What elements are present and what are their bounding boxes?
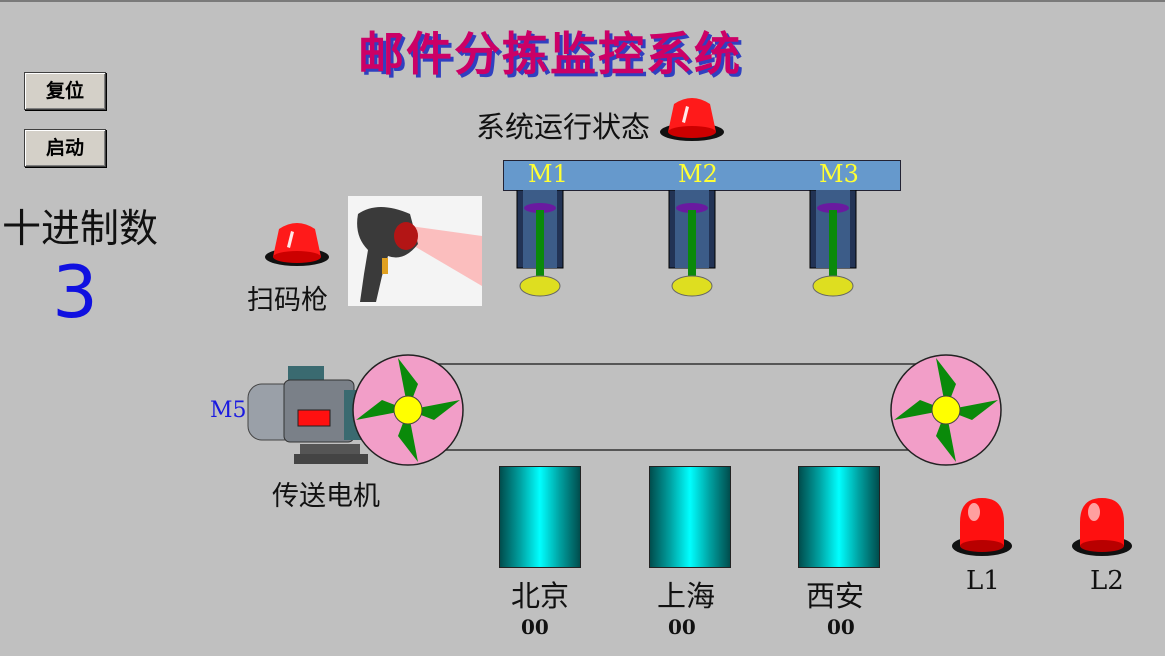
conveyor-right-wheel-icon	[890, 354, 1002, 466]
motor-icon	[247, 366, 368, 464]
page-title: 邮件分拣监控系统	[358, 27, 742, 81]
pusher-cylinder-m3	[809, 190, 857, 297]
conveyor-belt	[352, 354, 1002, 466]
system-status-light-icon	[660, 98, 724, 141]
pusher-beam	[503, 160, 901, 191]
start-button[interactable]: 启动	[24, 129, 106, 167]
bin-xian	[798, 466, 880, 568]
barcode-scanner-icon	[348, 196, 482, 306]
bin-count-shanghai: 00	[668, 615, 696, 639]
motor-label: 传送电机	[272, 481, 380, 512]
pusher-cylinder-m2	[668, 190, 716, 297]
bin-count-xian: 00	[827, 615, 855, 639]
decimal-label: 十进制数	[2, 207, 159, 252]
system-status-label: 系统运行状态	[476, 110, 651, 144]
pusher-cylinder-m1	[516, 190, 564, 297]
bin-beijing	[499, 466, 581, 568]
bin-city-xian: 西安	[806, 579, 865, 613]
pusher-label-m1: M1	[528, 160, 568, 188]
lamp-l1-icon	[952, 498, 1012, 556]
bin-count-beijing: 00	[521, 615, 549, 639]
motor-id-label: M5	[210, 398, 247, 423]
bin-city-shanghai: 上海	[657, 579, 716, 613]
top-border	[0, 0, 1165, 2]
pusher-label-m3: M3	[819, 160, 859, 188]
reset-button[interactable]: 复位	[24, 72, 106, 110]
lamp-l2-icon	[1072, 498, 1132, 556]
conveyor-left-wheel-icon	[352, 354, 464, 466]
scanner-light-icon	[265, 223, 329, 266]
lamp-l2-label: L2	[1090, 566, 1124, 596]
pusher-label-m2: M2	[678, 160, 718, 188]
scanner-label: 扫码枪	[247, 285, 328, 316]
bin-shanghai	[649, 466, 731, 568]
decimal-value: 3	[52, 250, 98, 334]
bin-city-beijing: 北京	[511, 579, 570, 613]
lamp-l1-label: L1	[966, 566, 1000, 596]
